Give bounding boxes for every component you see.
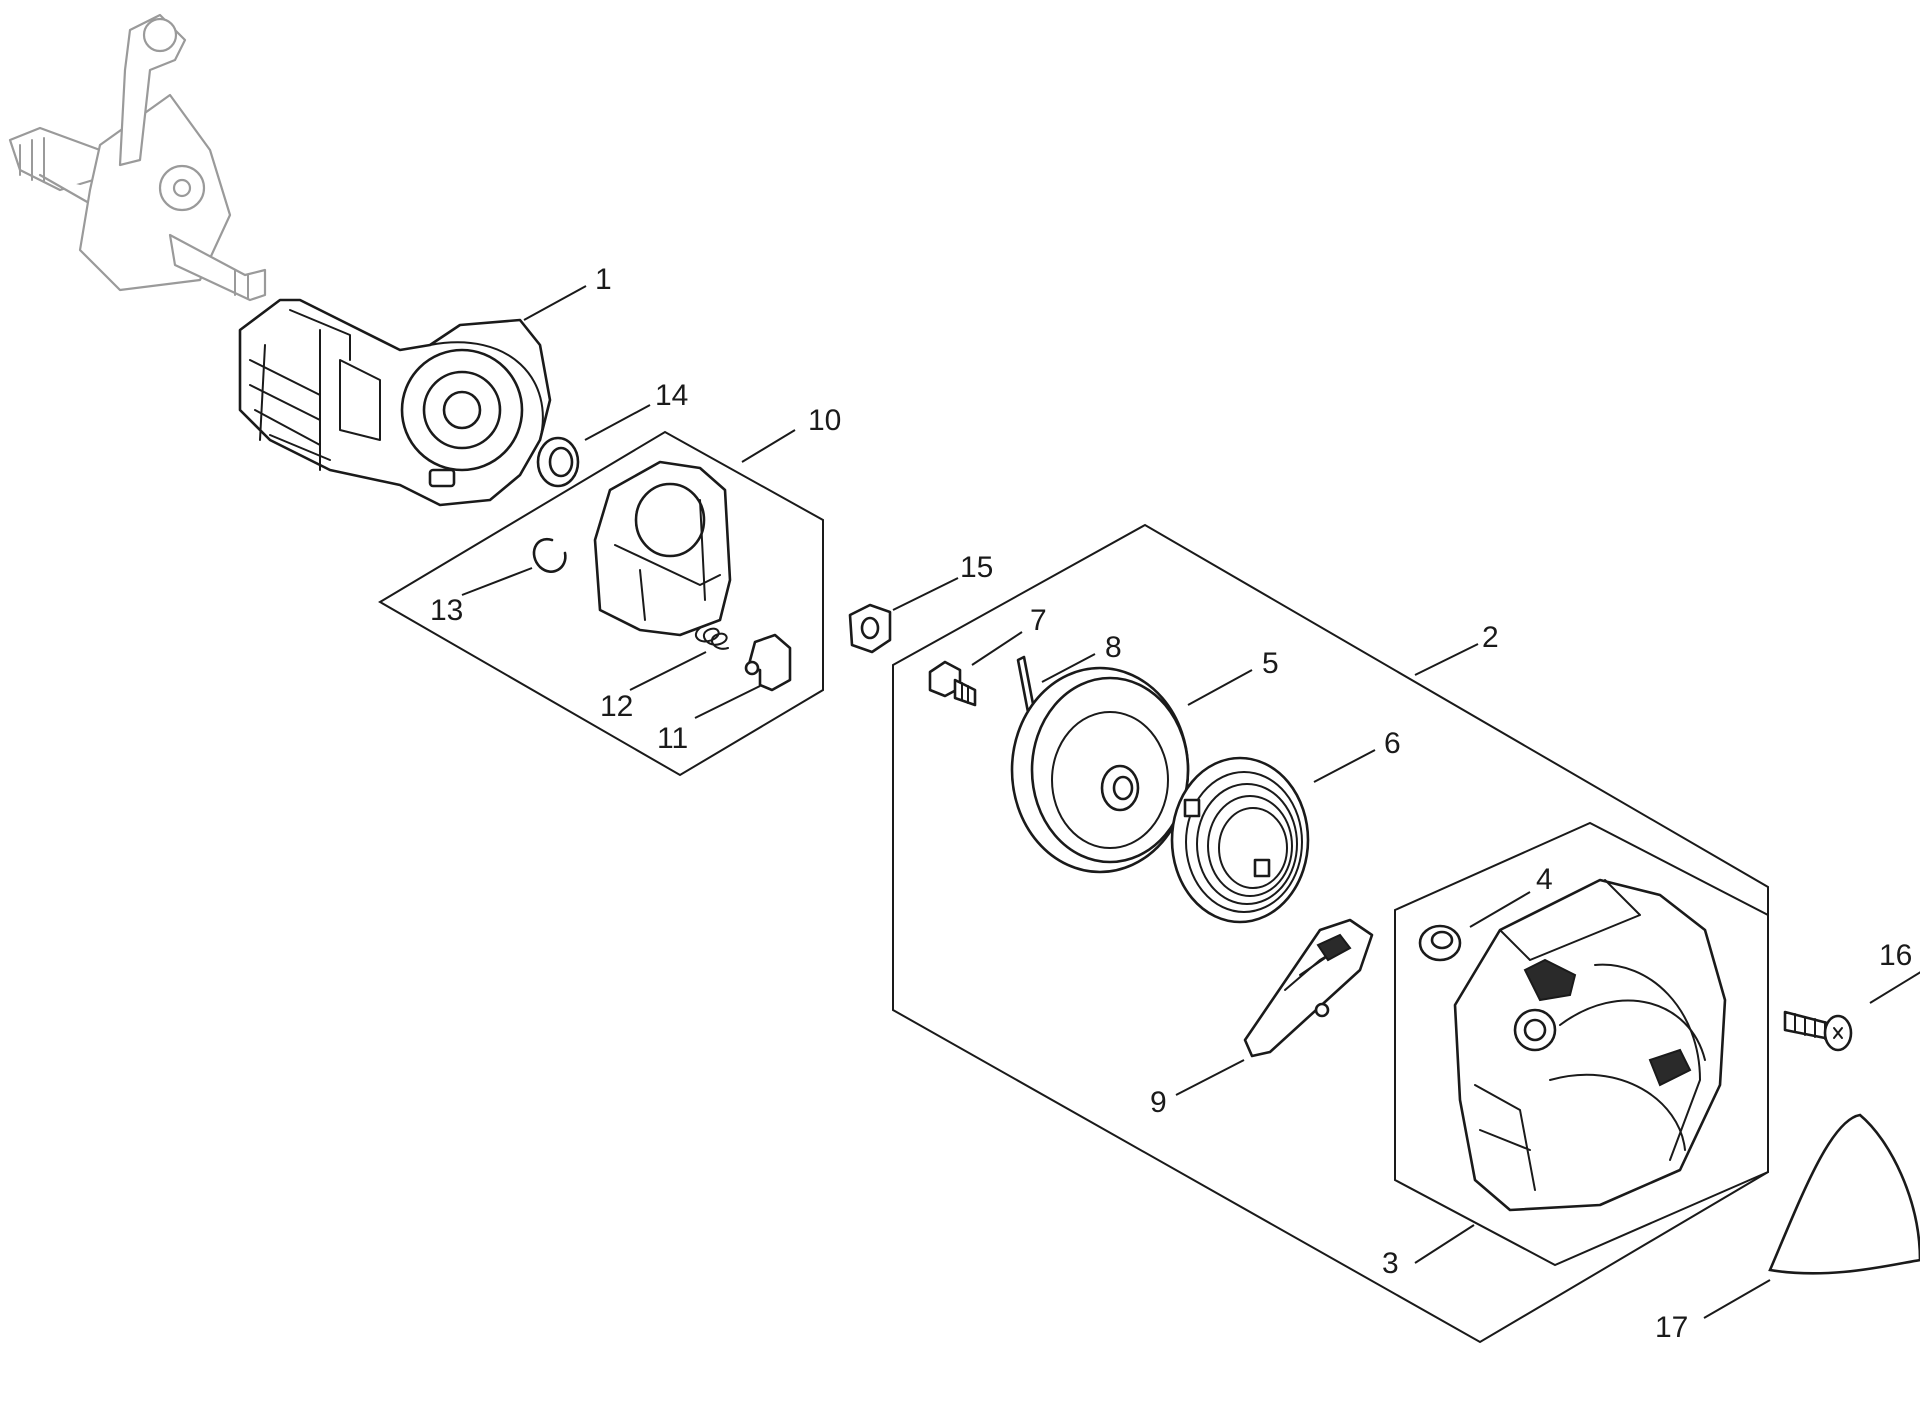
part-1-fan-housing [238, 298, 552, 507]
leader-7 [971, 631, 1023, 666]
callout-2: 2 [1482, 621, 1499, 654]
part-4-bushing [1418, 924, 1462, 962]
part-12-spring [694, 627, 729, 650]
leader-8 [1041, 653, 1096, 683]
crankshaft-reference [8, 13, 267, 302]
leader-1 [523, 285, 587, 321]
leader-14 [584, 404, 651, 441]
callout-7: 7 [1030, 604, 1047, 637]
callout-12: 12 [600, 690, 633, 723]
callout-16: 16 [1879, 939, 1912, 972]
leader-10 [741, 429, 796, 463]
callout-17: 17 [1655, 1311, 1688, 1344]
callout-labels: 1 2 3 4 5 6 7 8 9 10 11 12 13 14 15 16 1… [430, 263, 1912, 1344]
callout-11: 11 [657, 722, 688, 755]
leader-13 [461, 567, 533, 596]
leader-2 [1414, 643, 1479, 676]
callout-8: 8 [1105, 631, 1122, 664]
callout-5: 5 [1262, 647, 1279, 680]
part-15-nut [848, 603, 892, 654]
callout-10: 10 [808, 404, 841, 437]
part-16-screw [1783, 1010, 1853, 1052]
callout-14: 14 [655, 379, 688, 412]
leader-9 [1175, 1059, 1245, 1096]
callout-1: 1 [595, 263, 612, 296]
part-17-label [1768, 1113, 1920, 1275]
callout-3: 3 [1382, 1247, 1399, 1280]
leader-5 [1187, 669, 1253, 706]
callout-15: 15 [960, 551, 993, 584]
leader-12 [629, 651, 707, 691]
callout-4: 4 [1536, 863, 1553, 896]
leader-lines [461, 285, 1920, 1319]
group-10-outline [378, 430, 824, 777]
part-7-bolt [928, 660, 977, 707]
callout-9: 9 [1150, 1086, 1167, 1119]
callout-6: 6 [1384, 727, 1401, 760]
leader-11 [694, 685, 761, 719]
part-14-seal [536, 436, 580, 488]
leader-15 [892, 577, 959, 611]
leader-17 [1703, 1279, 1771, 1319]
leader-4 [1469, 891, 1531, 928]
part-5-reel [1010, 666, 1190, 874]
callout-13: 13 [430, 594, 463, 627]
part-10-pulley-cover [593, 460, 732, 637]
leader-3 [1414, 1224, 1475, 1264]
part-6-recoil-spring [1170, 756, 1310, 924]
part-11-pawl [744, 633, 792, 692]
part-13-e-clip [532, 537, 567, 573]
part-9-handle [1243, 918, 1374, 1058]
group-3-outline [1394, 821, 1769, 1267]
part-3-starter-housing [1453, 878, 1727, 1212]
leader-16 [1869, 971, 1920, 1004]
leader-6 [1313, 749, 1376, 783]
